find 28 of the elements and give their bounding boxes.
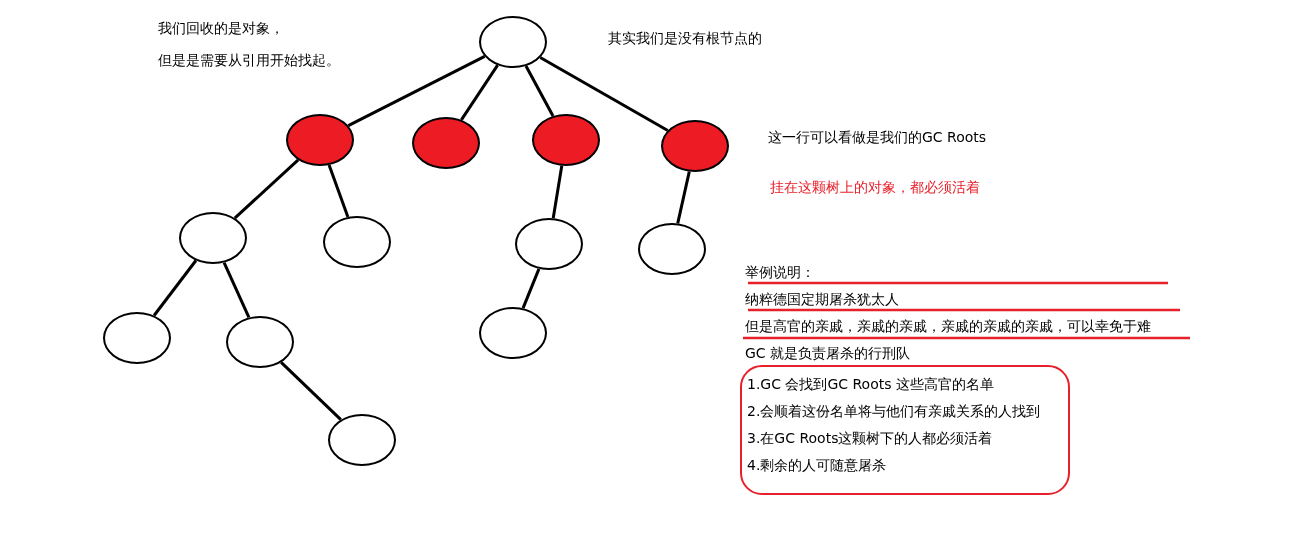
connector-line <box>152 259 198 317</box>
note-text: 这一行可以看做是我们的GC Roots <box>768 128 987 146</box>
root-object-circle <box>286 114 354 166</box>
connector-line <box>222 261 251 319</box>
connector-line <box>539 56 669 132</box>
connector-line <box>280 361 342 421</box>
note-text: 其实我们是没有根节点的 <box>608 29 762 47</box>
note-text: 挂在这颗树上的对象，都必须活着 <box>770 178 980 196</box>
connector-line <box>551 165 564 219</box>
object-circle <box>479 16 547 68</box>
note-text: 但是高官的亲戚，亲戚的亲戚，亲戚的亲戚的亲戚，可以幸免于难 <box>745 317 1151 335</box>
step-text: 3.在GC Roots这颗树下的人都必须活着 <box>747 429 994 448</box>
root-object-circle <box>661 120 729 172</box>
step-text: 4.剩余的人可随意屠杀 <box>747 456 888 475</box>
note-text: 举例说明： <box>745 263 815 281</box>
connector-line <box>676 171 691 224</box>
note-text: 我们回收的是对象， <box>158 19 284 37</box>
note-text: 纳粹德国定期屠杀犹太人 <box>745 290 899 308</box>
connector-line <box>327 164 350 218</box>
connector-line <box>521 268 541 309</box>
connector-line <box>233 158 300 220</box>
connector-line <box>524 65 555 117</box>
step-text: 1.GC 会找到GC Roots 这些高官的名单 <box>747 375 995 394</box>
connector-line <box>347 55 486 127</box>
steps-panel <box>740 365 1070 495</box>
step-text: 2.会顺着这份名单将与他们有亲戚关系的人找到 <box>747 402 1042 421</box>
connector-line <box>460 64 499 121</box>
note-text: 但是是需要从引用开始找起。 <box>158 51 340 69</box>
